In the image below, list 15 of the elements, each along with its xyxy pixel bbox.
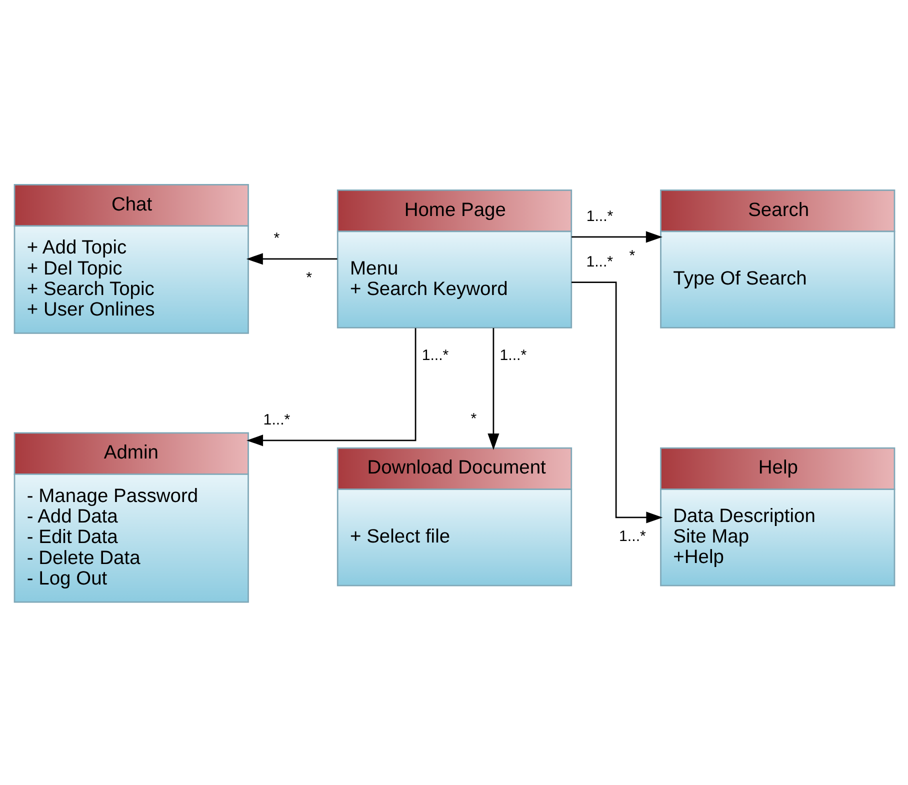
label: 1...* — [499, 346, 526, 364]
label: * — [273, 230, 280, 247]
label: * — [306, 269, 312, 286]
arrow — [246, 328, 416, 446]
label: 1...* — [421, 346, 448, 364]
arrow — [570, 281, 662, 523]
label: 1...* — [586, 208, 613, 225]
arrow — [571, 230, 662, 242]
label: 1...* — [586, 252, 613, 270]
label: 1...* — [262, 411, 290, 428]
label: * — [470, 410, 476, 428]
label: 1...* — [618, 528, 646, 545]
arrow — [487, 328, 499, 450]
label: * — [628, 247, 635, 264]
arrow — [246, 252, 337, 264]
